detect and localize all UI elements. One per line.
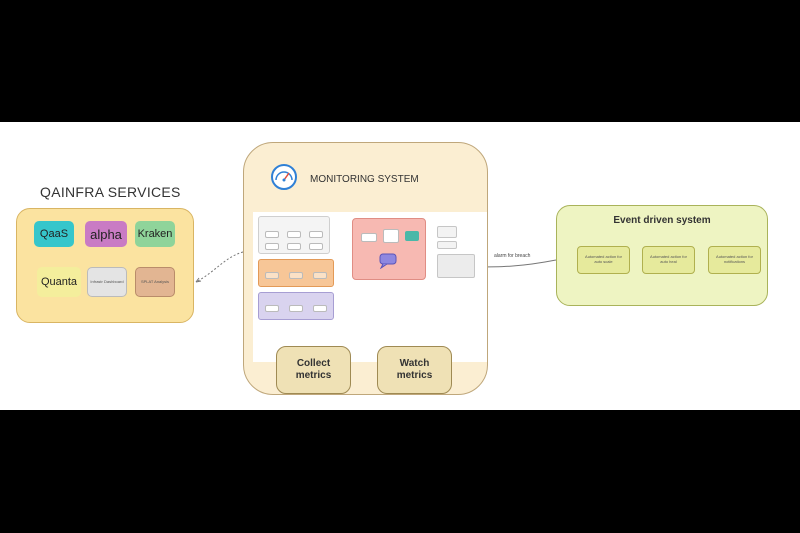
service-kraken[interactable]: Kraken xyxy=(135,221,175,247)
event-item-auto-heal[interactable]: Automated action for auto heal xyxy=(642,246,695,274)
collector-node xyxy=(289,272,303,279)
qainfra-title: QAINFRA SERVICES xyxy=(40,184,181,200)
panel-node xyxy=(361,233,377,242)
collector-node xyxy=(265,272,279,279)
service-alpha[interactable]: alpha xyxy=(85,221,127,247)
connector-label: alarm for breach xyxy=(494,253,531,259)
source-node xyxy=(287,243,301,250)
arrow-to-qainfra xyxy=(195,251,244,283)
service-qaas[interactable]: QaaS xyxy=(34,221,74,247)
source-node xyxy=(265,231,279,238)
alert-rule-node xyxy=(437,241,457,249)
service-infra-dashboard[interactable]: Infrastr Dashboard xyxy=(87,267,127,297)
source-node xyxy=(309,243,323,250)
panel-node xyxy=(405,231,419,241)
source-node xyxy=(287,231,301,238)
event-item-auto-scale[interactable]: Automated action for auto scale xyxy=(577,246,630,274)
collect-metrics-button[interactable]: Collect metrics xyxy=(276,346,351,394)
metric-collector-box xyxy=(258,259,334,287)
monitoring-title: MONITORING SYSTEM xyxy=(310,174,419,185)
service-splat-analysis[interactable]: SPLAT Analysis xyxy=(135,267,175,297)
collector-node xyxy=(313,272,327,279)
event-title: Event driven system xyxy=(613,215,711,226)
grafana-box xyxy=(352,218,426,280)
source-node xyxy=(265,243,279,250)
arrow-head-qainfra xyxy=(195,277,202,283)
alertmanager-node xyxy=(437,254,475,278)
metric-sources-box xyxy=(258,216,330,254)
panel-node xyxy=(383,229,399,243)
storage-node xyxy=(289,305,303,312)
event-driven-system-group: Event driven system Automated action for… xyxy=(556,205,768,306)
storage-node xyxy=(313,305,327,312)
chat-icon xyxy=(377,253,399,270)
metric-storage-box xyxy=(258,292,334,320)
qainfra-services-group: QaaS alpha Kraken Quanta Infrastr Dashbo… xyxy=(16,208,194,323)
watch-metrics-button[interactable]: Watch metrics xyxy=(377,346,452,394)
storage-node xyxy=(265,305,279,312)
service-quanta[interactable]: Quanta xyxy=(37,267,81,297)
event-item-notifications[interactable]: Automated action for notifications xyxy=(708,246,761,274)
diagram-canvas: QAINFRA SERVICES QaaS alpha Kraken Quant… xyxy=(0,122,800,410)
gauge-icon xyxy=(270,163,298,191)
alert-rule-node xyxy=(437,226,457,238)
source-node xyxy=(309,231,323,238)
